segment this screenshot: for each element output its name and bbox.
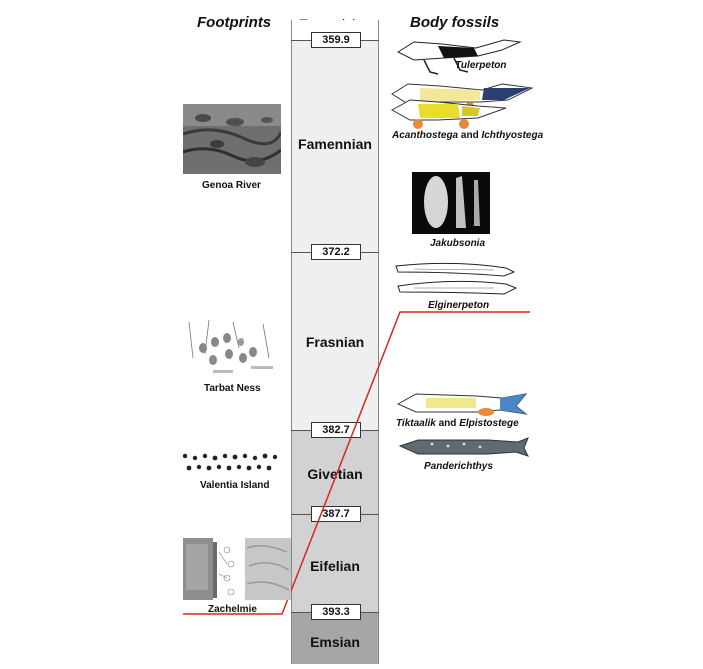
age-label: 359.9 bbox=[311, 32, 361, 48]
stage-name: Emsian bbox=[310, 634, 360, 650]
footprint-label: Tarbat Ness bbox=[204, 383, 261, 394]
fossil-label-panderichthys: Panderichthys bbox=[424, 461, 493, 472]
tarbat-ness-drawing bbox=[183, 318, 281, 378]
fossil-label-jakubsonia: Jakubsonia bbox=[430, 238, 486, 249]
fossil-label-tulerpeton: Tulerpeton bbox=[455, 60, 507, 71]
stage-name: Givetian bbox=[307, 466, 363, 482]
footprint-label: Valentia Island bbox=[200, 480, 270, 491]
jakubsonia-photo bbox=[412, 172, 490, 234]
stage-eifelian: Eifelian bbox=[291, 514, 379, 612]
age-label: 382.7 bbox=[311, 422, 361, 438]
tulerpeton-drawing bbox=[396, 39, 522, 75]
fossil-label-tiktaalik-elpistostege: Tiktaalik and Elpistostege bbox=[396, 418, 519, 429]
acanthostega-drawing bbox=[391, 83, 534, 110]
age-label: 387.7 bbox=[311, 506, 361, 522]
ichthyostega-drawing bbox=[390, 99, 507, 129]
body-fossils-header: Body fossils bbox=[410, 14, 500, 31]
stage-name: Eifelian bbox=[310, 558, 360, 574]
footprint-label: Genoa River bbox=[202, 180, 261, 191]
tiktaalik-drawing bbox=[396, 393, 528, 416]
genoa-river-photo bbox=[183, 104, 281, 174]
stage-name: Famennian bbox=[298, 136, 372, 152]
footprints-header: Footprints bbox=[197, 14, 272, 31]
stage-famennian: Famennian bbox=[291, 40, 379, 252]
zachelmie-photos bbox=[183, 538, 291, 600]
stage-emsian: Emsian bbox=[291, 612, 379, 664]
stage-name: Frasnian bbox=[305, 334, 365, 350]
stage-givetian: Givetian bbox=[291, 430, 379, 514]
age-label: 372.2 bbox=[311, 244, 361, 260]
fossil-label-elginerpeton: Elginerpeton bbox=[428, 300, 490, 311]
elginerpeton-drawing bbox=[395, 262, 518, 295]
valentia-island-trackway bbox=[182, 453, 278, 471]
age-label: 393.3 bbox=[311, 604, 361, 620]
panderichthys-drawing bbox=[398, 437, 529, 457]
footprint-label: Zachelmie bbox=[208, 604, 257, 615]
stage-frasnian: Frasnian bbox=[291, 252, 379, 430]
fossil-label-acanthostega-ichthyostega: Acanthostega and Ichthyostega bbox=[392, 130, 544, 141]
